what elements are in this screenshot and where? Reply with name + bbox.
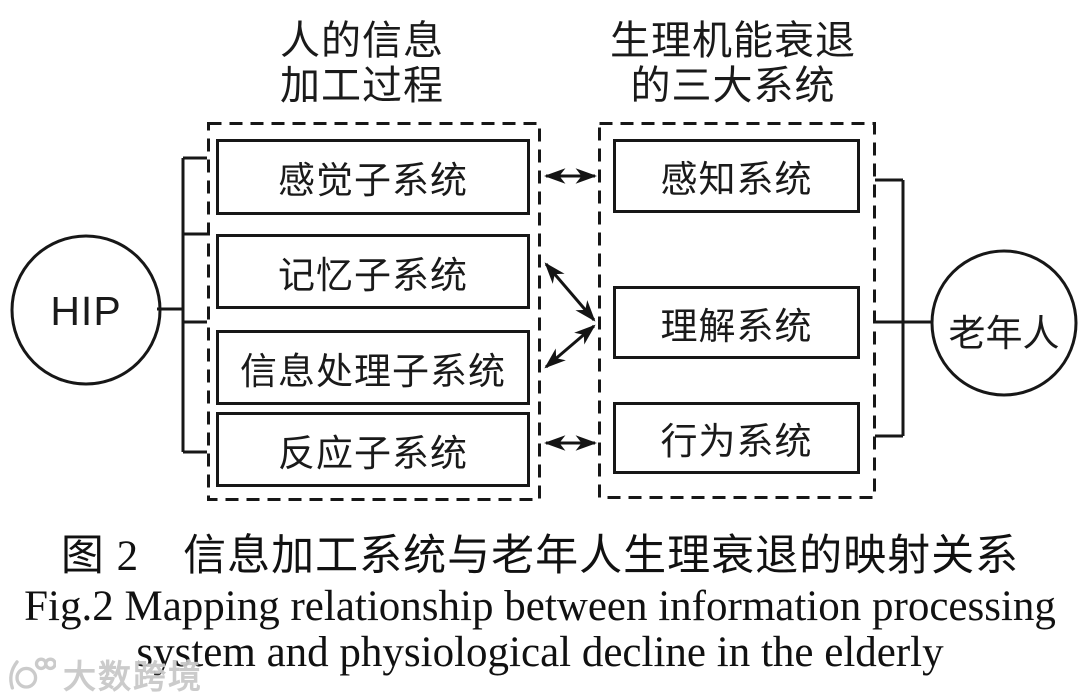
watermark: 大数跨境 [4, 650, 203, 694]
watermark-text: 大数跨境 [63, 658, 203, 694]
left-bracket-connector [157, 156, 207, 454]
left-group-dashed-border [207, 122, 541, 501]
box-information-processing-subsystem: 信息处理子系统 [216, 330, 530, 405]
arrow-processing-to-comprehension-icon [544, 324, 596, 369]
left-column-header-line1: 人的信息 [280, 19, 444, 63]
box-perception-system: 感知系统 [613, 139, 860, 213]
box-sensory-subsystem: 感觉子系统 [216, 139, 530, 215]
figure-caption-en-line1: Fig.2 Mapping relationship between infor… [24, 583, 1056, 630]
right-group-dashed-border [598, 122, 876, 499]
elderly-circle [930, 249, 1078, 397]
left-column-header: 人的信息 加工过程 [212, 19, 512, 109]
left-column-header-line2: 加工过程 [280, 64, 444, 108]
box-behavior-system: 行为系统 [613, 402, 860, 474]
box-reaction-subsystem: 反应子系统 [216, 412, 530, 487]
right-bracket-connector [875, 178, 931, 438]
arrow-memory-to-comprehension-icon [544, 262, 596, 322]
ten-to-the-hundred-logo-icon [9, 657, 56, 690]
right-column-header: 生理机能衰退 的三大系统 [583, 19, 883, 109]
figure-caption-zh: 图 2 信息加工系统与老年人生理衰退的映射关系 [60, 533, 1020, 580]
elderly-node-label: 老年人 [948, 313, 1060, 354]
right-column-header-line1: 生理机能衰退 [610, 19, 856, 63]
figure-caption-en: Fig.2 Mapping relationship between infor… [0, 584, 1080, 676]
figure-caption-en-line2: system and physiological decline in the … [136, 629, 944, 676]
box-memory-subsystem: 记忆子系统 [216, 234, 530, 309]
hip-node-label: HIP [50, 288, 122, 334]
right-column-header-line2: 的三大系统 [630, 64, 836, 108]
box-comprehension-system: 理解系统 [613, 286, 860, 359]
